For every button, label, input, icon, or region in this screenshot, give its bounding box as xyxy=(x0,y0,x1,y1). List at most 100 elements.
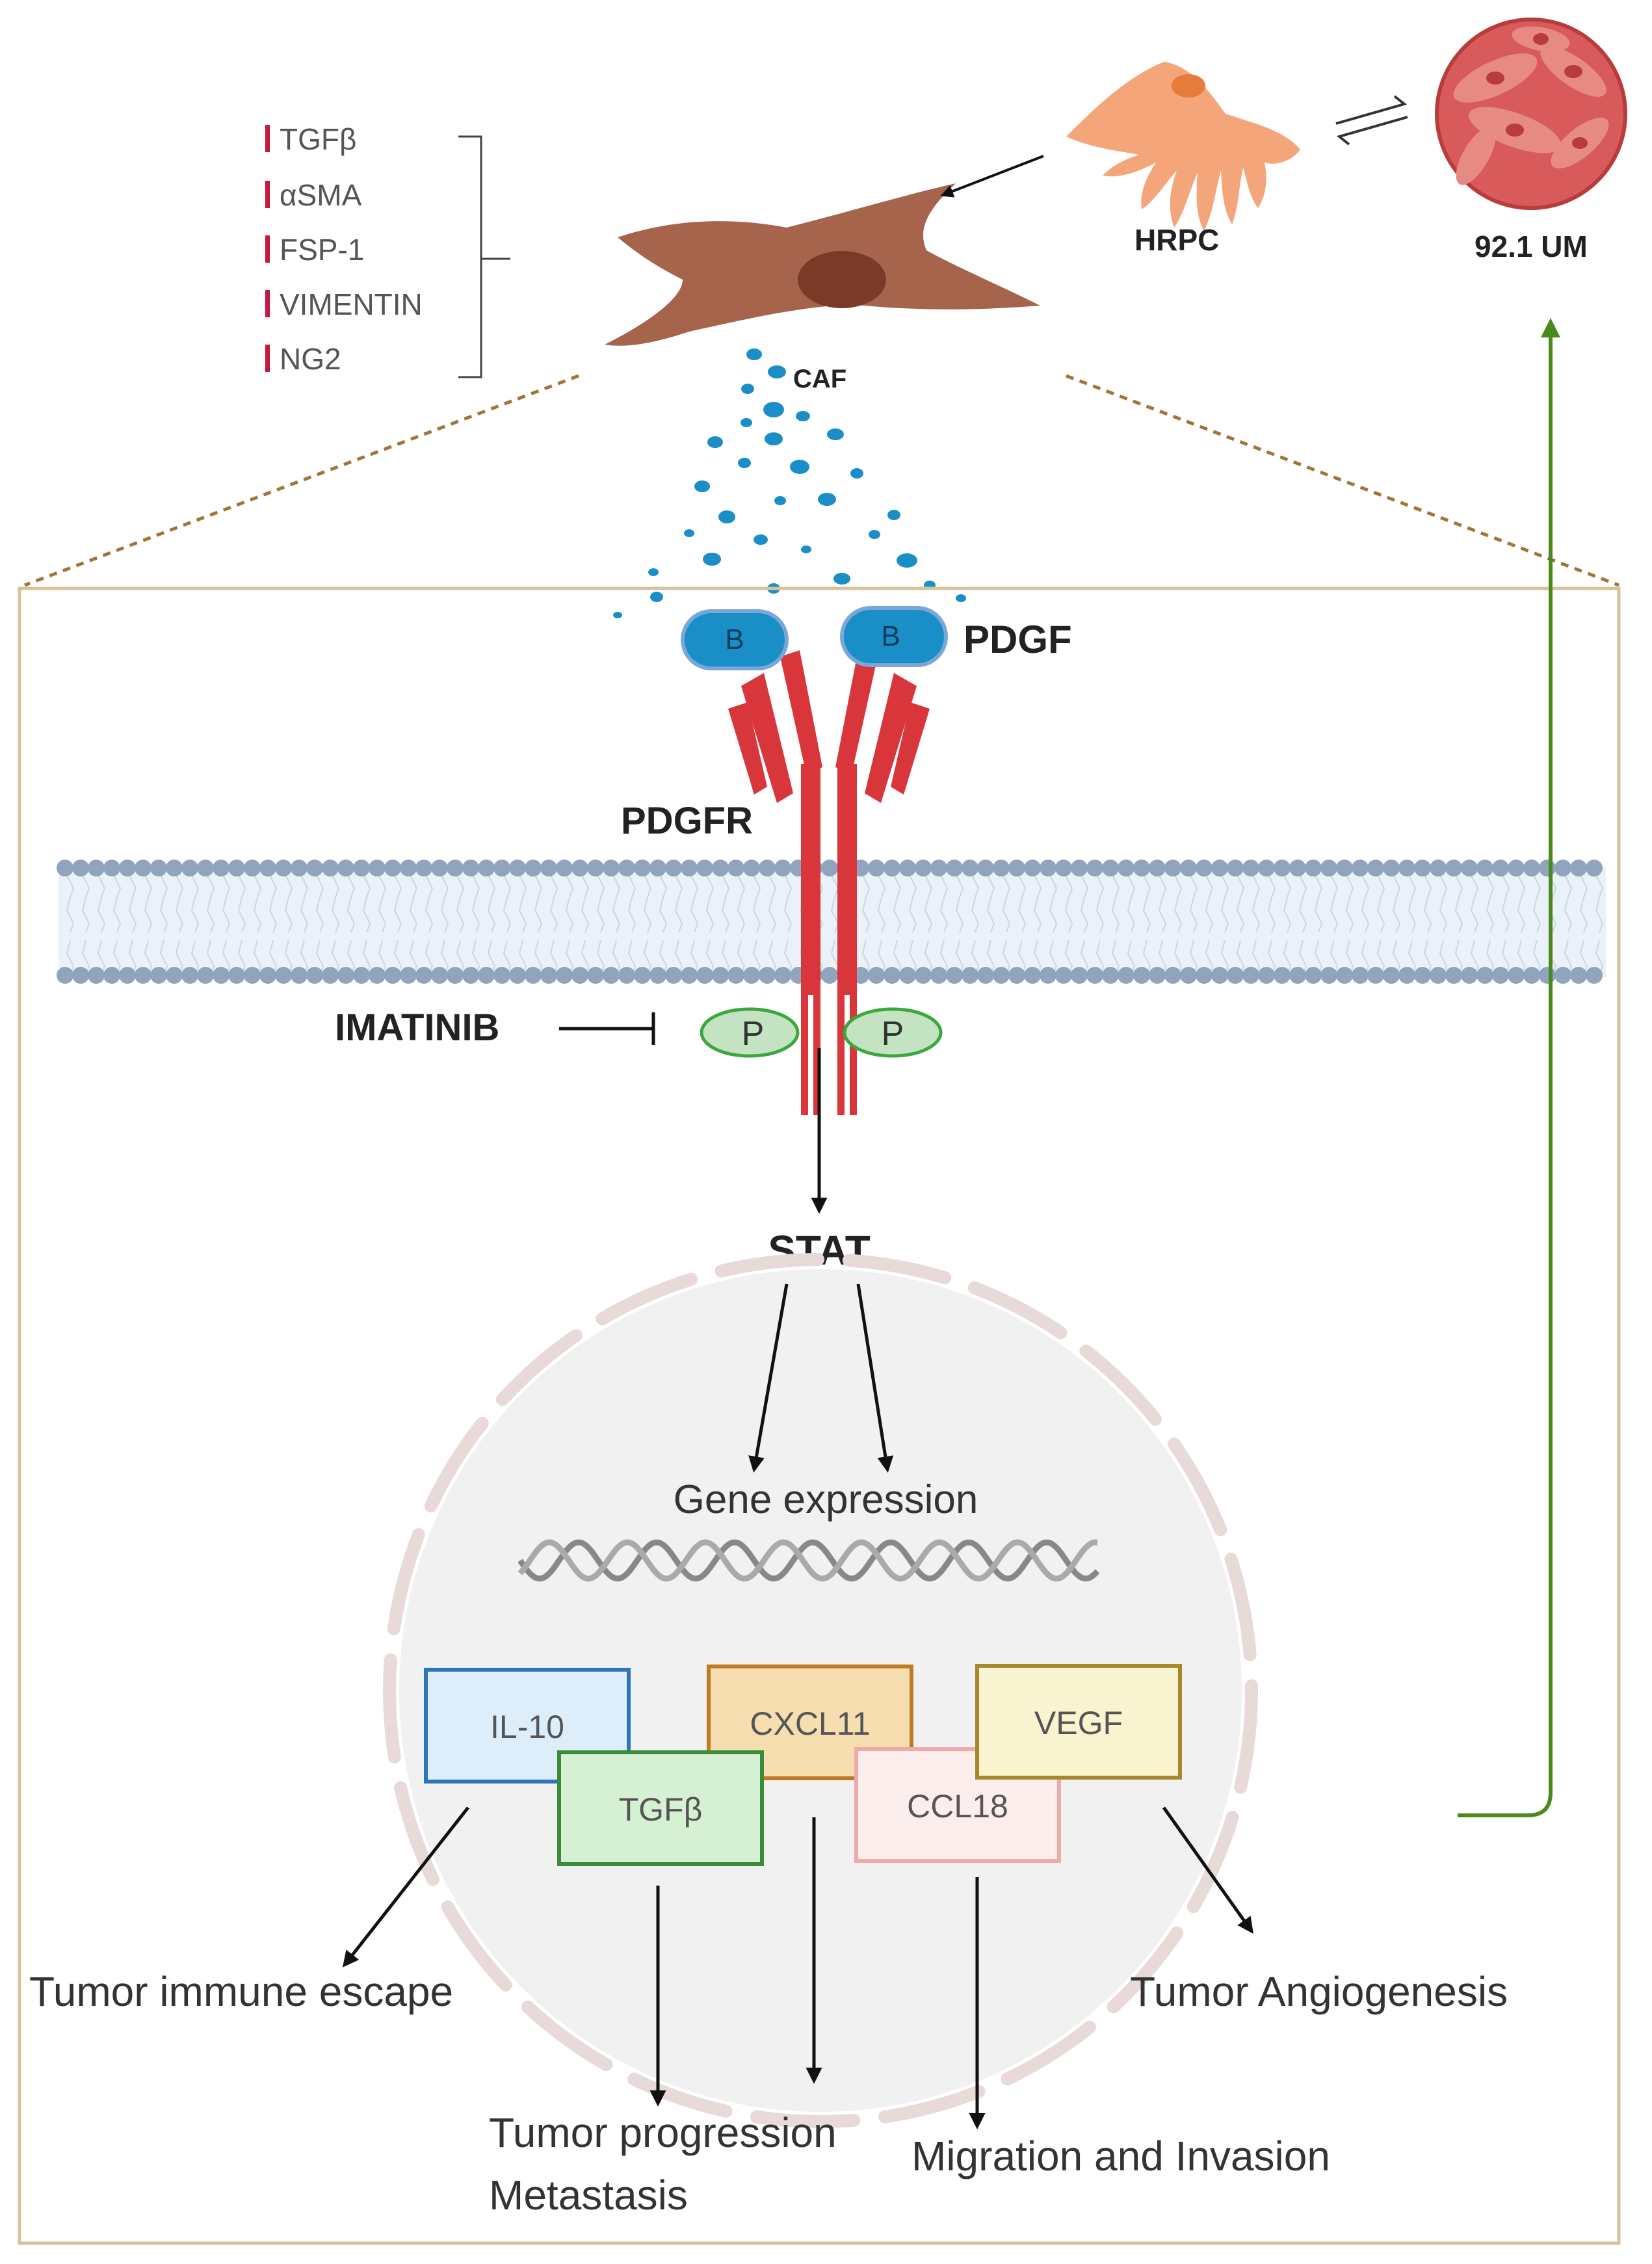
lipid-head xyxy=(1445,967,1462,984)
lipid-head xyxy=(1367,860,1384,876)
lipid-head xyxy=(696,860,713,876)
stat-to-gene-arrow-left xyxy=(748,1283,789,1473)
caf-cell xyxy=(605,183,1040,346)
lipid-head xyxy=(1086,967,1103,984)
lipid-head xyxy=(88,860,105,876)
lipid-head xyxy=(1211,967,1228,984)
lipid-head xyxy=(1086,860,1103,876)
lipid-head xyxy=(525,967,542,984)
factor-il10-label: IL-10 xyxy=(490,1709,564,1745)
lipid-head xyxy=(556,967,573,984)
lipid-head xyxy=(1133,860,1150,876)
lipid-head xyxy=(1164,967,1181,984)
lipid-head xyxy=(712,860,729,876)
lipid-head xyxy=(1570,860,1587,876)
lipid-head xyxy=(1570,967,1587,984)
lipid-head xyxy=(977,860,994,876)
lipid-head xyxy=(275,967,292,984)
lipid-head xyxy=(540,860,557,876)
phosphate-left: P xyxy=(700,1007,800,1058)
lipid-head xyxy=(228,860,245,876)
lipid-head xyxy=(634,967,651,984)
outcome-progression-line2: Metastasis xyxy=(489,2172,688,2218)
lipid-head xyxy=(1461,860,1478,876)
lipid-head xyxy=(166,860,183,876)
lipid-head xyxy=(415,860,432,876)
lipid-head xyxy=(946,860,963,876)
lipid-head xyxy=(369,967,386,984)
ligand-letter-right: B xyxy=(881,620,900,652)
lipid-head xyxy=(1274,967,1291,984)
lipid-head xyxy=(509,967,526,984)
caf-label: CAF xyxy=(793,365,846,393)
lipid-head xyxy=(244,967,261,984)
lipid-head xyxy=(400,860,417,876)
lipid-head xyxy=(1071,860,1088,876)
marker-tick-2 xyxy=(265,181,270,208)
lipid-head xyxy=(493,860,510,876)
lipid-head xyxy=(1071,967,1088,984)
lipid-head xyxy=(1196,967,1213,984)
lipid-head xyxy=(1554,860,1571,876)
lipid-head xyxy=(1508,967,1525,984)
factor-cxcl11-label: CXCL11 xyxy=(750,1705,870,1742)
um-label: 92.1 UM xyxy=(1475,230,1588,263)
pdgf-ligand-left: B xyxy=(681,609,789,670)
lipid-head xyxy=(1336,967,1353,984)
lipid-head xyxy=(930,860,947,876)
lipid-head xyxy=(400,967,417,984)
lipid-head xyxy=(1149,860,1166,876)
lipid-head xyxy=(166,967,183,984)
lipid-head xyxy=(618,967,635,984)
lipid-head xyxy=(1102,967,1119,984)
lipid-head xyxy=(1492,860,1509,876)
lipid-head xyxy=(618,860,635,876)
lipid-head xyxy=(415,967,432,984)
lipid-head xyxy=(1289,967,1306,984)
lipid-head xyxy=(587,860,604,876)
lipid-head xyxy=(1149,967,1166,984)
lipid-head xyxy=(1523,860,1540,876)
lipid-head xyxy=(1476,860,1493,876)
marker-list: TGFβ αSMA FSP-1 VIMENTIN NG2 xyxy=(265,122,423,376)
lipid-head xyxy=(447,860,464,876)
lipid-head xyxy=(447,967,464,984)
factor-tgfb: TGFβ xyxy=(557,1750,764,1866)
outcome-progression-line1: Tumor progression xyxy=(489,2109,837,2156)
lipid-head xyxy=(1008,860,1025,876)
lipid-head xyxy=(72,967,89,984)
lipid-head xyxy=(57,860,73,876)
zoom-line-right xyxy=(1066,374,1619,587)
lipid-head xyxy=(1024,860,1041,876)
lipid-head xyxy=(759,860,776,876)
lipid-head xyxy=(1352,860,1369,876)
lipid-head xyxy=(946,967,963,984)
lipid-head xyxy=(135,860,151,876)
lipid-head xyxy=(337,967,354,984)
lipid-head xyxy=(1586,860,1603,876)
lipid-head xyxy=(1242,860,1259,876)
lipid-head xyxy=(322,967,339,984)
hrpc-nucleus xyxy=(1172,74,1205,98)
lipid-head xyxy=(1383,860,1400,876)
lipid-head xyxy=(1414,860,1431,876)
factor-vegf-label: VEGF xyxy=(1034,1705,1123,1741)
lipid-head xyxy=(868,860,885,876)
lipid-head xyxy=(1367,967,1384,984)
lipid-head xyxy=(930,967,947,984)
lipid-head xyxy=(119,860,136,876)
lipid-head xyxy=(603,860,620,876)
lipid-head xyxy=(213,860,229,876)
lipid-head xyxy=(1118,860,1134,876)
pdgf-label: PDGF xyxy=(964,618,1072,661)
lipid-head xyxy=(1539,860,1556,876)
lipid-head xyxy=(72,860,89,876)
lipid-head xyxy=(759,967,776,984)
lipid-head xyxy=(322,860,339,876)
lipid-head xyxy=(977,967,994,984)
lipid-head xyxy=(712,967,729,984)
lipid-head xyxy=(1055,967,1072,984)
lipid-head xyxy=(1508,860,1525,876)
lipid-head xyxy=(774,967,791,984)
lipid-head xyxy=(665,860,682,876)
